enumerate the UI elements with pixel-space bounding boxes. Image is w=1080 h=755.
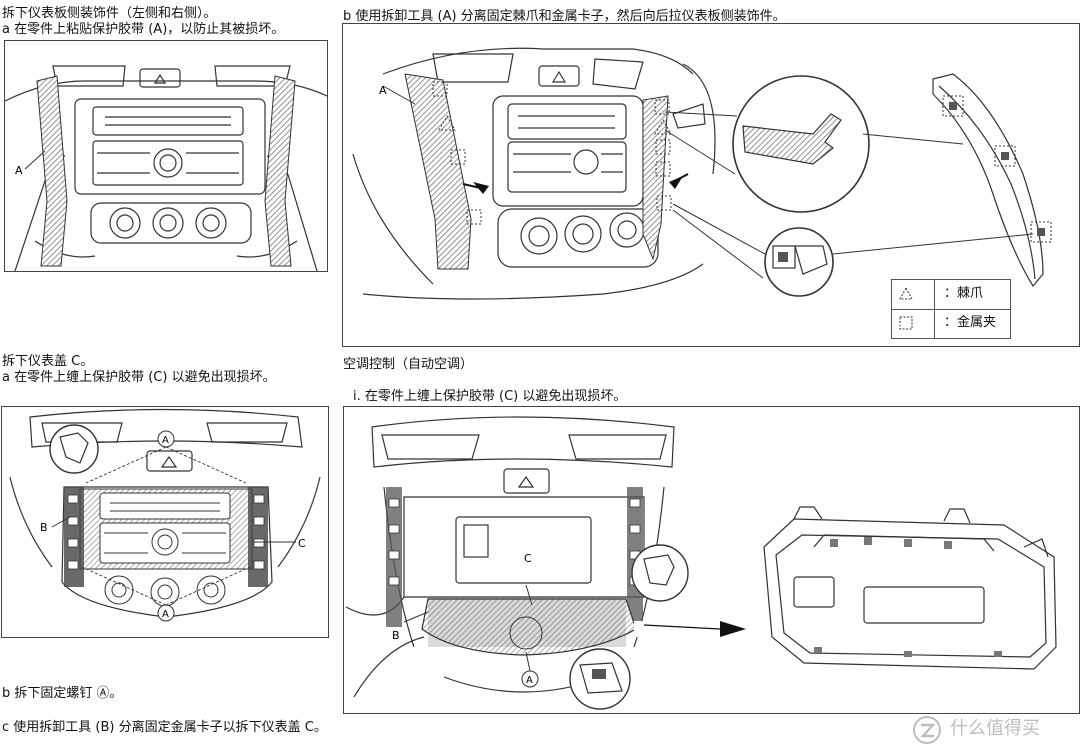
legend-row-claw: ：棘爪	[892, 280, 1010, 310]
left-step1-a: a 在零件上粘贴保护胶带 (A)，以防止其被损坏。	[2, 22, 285, 37]
fig3-label-c: C	[298, 537, 306, 550]
fig1-label-a: A	[15, 164, 23, 177]
legend-row-clip: ：金属夹	[892, 309, 1010, 338]
figure-instrument-cover-drawing: A A B C	[9, 408, 321, 622]
fig4-label-b: B	[392, 629, 400, 642]
zhi-logo-icon	[913, 716, 941, 744]
left-step2-b: b 拆下固定螺钉 Ⓐ。	[2, 686, 123, 701]
left-step2-title: 拆下仪表盖 C。	[2, 354, 94, 369]
fig3-label-b: B	[40, 521, 48, 534]
figure-ac-control: C B A	[343, 406, 1080, 714]
figure-side-trim-tape-drawing: A	[5, 65, 327, 271]
left-step1-title: 拆下仪表板侧装饰件（左侧和右侧）。	[2, 6, 217, 21]
fig4-label-c: C	[524, 552, 532, 565]
triangle-dashed-icon	[899, 286, 913, 300]
figure-side-trim-remove-drawing: A	[352, 47, 1052, 300]
left-step2-a: a 在零件上缠上保护胶带 (C) 以避免出现损坏。	[2, 370, 276, 385]
legend-clip-label: ：金属夹	[944, 315, 997, 330]
fig4-label-a: A	[526, 675, 533, 686]
fig3-label-a-bottom: A	[162, 609, 169, 620]
legend-claw-label: ：棘爪	[944, 286, 984, 301]
figure-side-trim-tape: A	[4, 40, 328, 272]
legend-box: ：棘爪 ：金属夹	[891, 279, 1011, 339]
right-step2-title: 空调控制（自动空调）	[343, 357, 474, 372]
right-step2-i: i. 在零件上缠上保护胶带 (C) 以避免出现损坏。	[353, 389, 627, 404]
fig2-label-a: A	[379, 84, 387, 97]
left-step2-c: c 使用拆卸工具 (B) 分离固定金属卡子以拆下仪表盖 C。	[2, 720, 327, 735]
square-dashed-icon	[899, 316, 913, 330]
figure-ac-control-drawing: C B A	[345, 416, 1057, 710]
figure-instrument-cover: A A B C	[1, 406, 329, 638]
watermark-text: 什么值得买	[950, 718, 1040, 739]
fig3-label-a-top: A	[162, 435, 169, 446]
right-step1-b: b 使用拆卸工具 (A) 分离固定棘爪和金属卡子，然后向后拉仪表板侧装饰件。	[343, 9, 786, 24]
